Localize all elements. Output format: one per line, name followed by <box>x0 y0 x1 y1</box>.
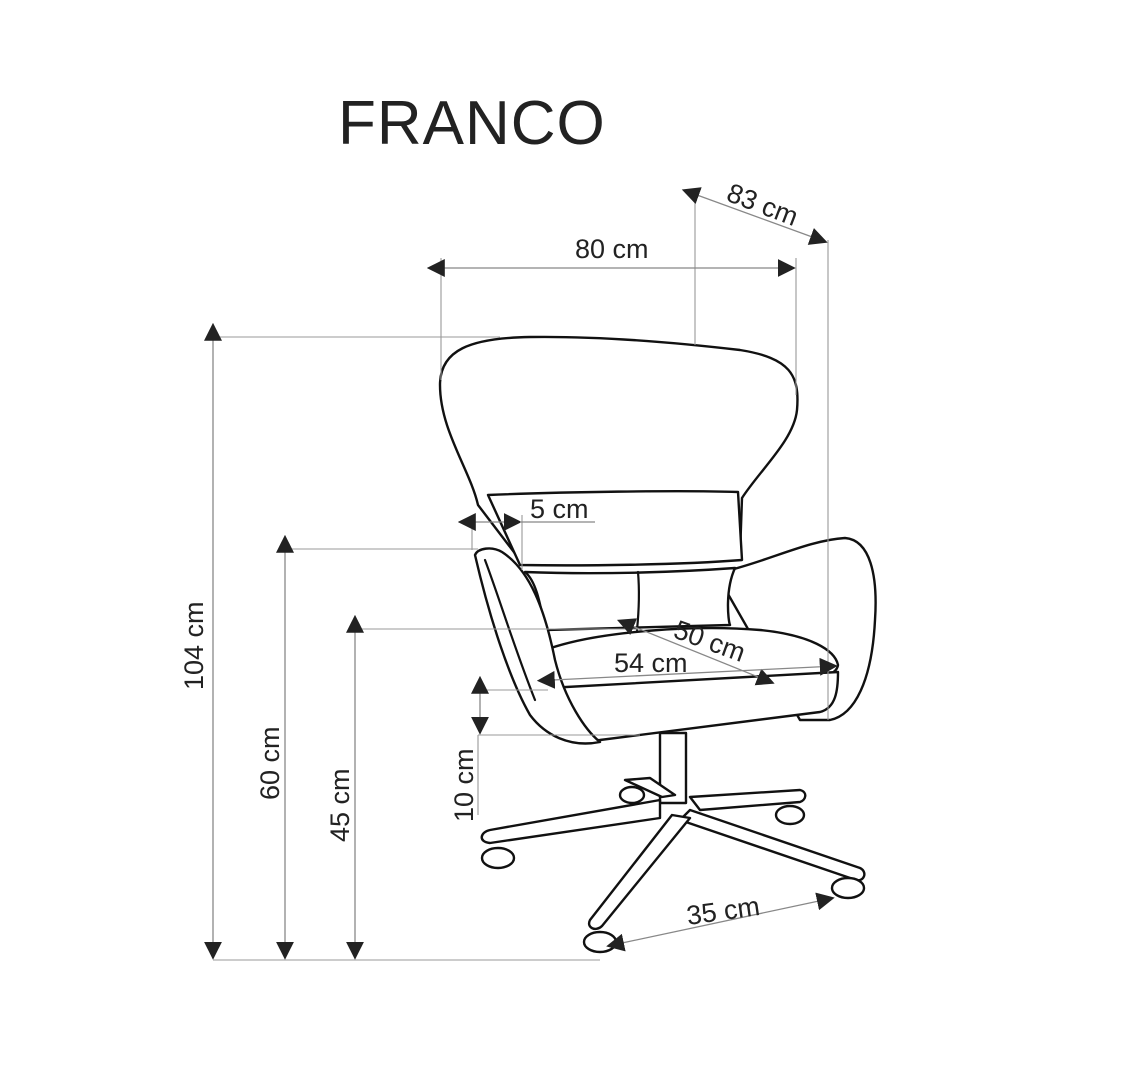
left-armrest <box>473 547 602 745</box>
seat-back-cushions <box>523 566 737 632</box>
glide <box>774 804 806 826</box>
product-title: FRANCO <box>338 89 606 158</box>
label-armrest-height: 60 cm <box>255 726 285 800</box>
base-leg-right-back <box>688 788 807 812</box>
extension-lines <box>213 195 829 961</box>
label-base-leg: 35 cm <box>685 891 762 931</box>
dim-depth <box>681 187 828 245</box>
label-seat-width: 54 cm <box>614 648 688 678</box>
label-seat-thickness: 10 cm <box>449 748 479 822</box>
dim-seat-width <box>536 657 838 689</box>
dim-base-leg <box>606 892 835 952</box>
glide <box>480 846 516 870</box>
base-leg-back-left <box>623 776 677 799</box>
base-leg-front <box>587 813 692 931</box>
back-cushion <box>486 490 744 567</box>
dimension-lines <box>204 187 838 960</box>
glide <box>830 876 866 900</box>
label-depth: 83 cm <box>723 178 802 232</box>
label-total-height: 104 cm <box>179 601 209 690</box>
glide <box>618 785 646 805</box>
label-width: 80 cm <box>575 234 649 264</box>
label-seat-height: 45 cm <box>325 768 355 842</box>
glide <box>582 930 618 954</box>
base-leg-right-front <box>678 808 866 882</box>
chair-outline <box>438 335 877 954</box>
label-backrest-thickness: 5 cm <box>530 494 589 524</box>
base-leg-left <box>480 798 662 845</box>
